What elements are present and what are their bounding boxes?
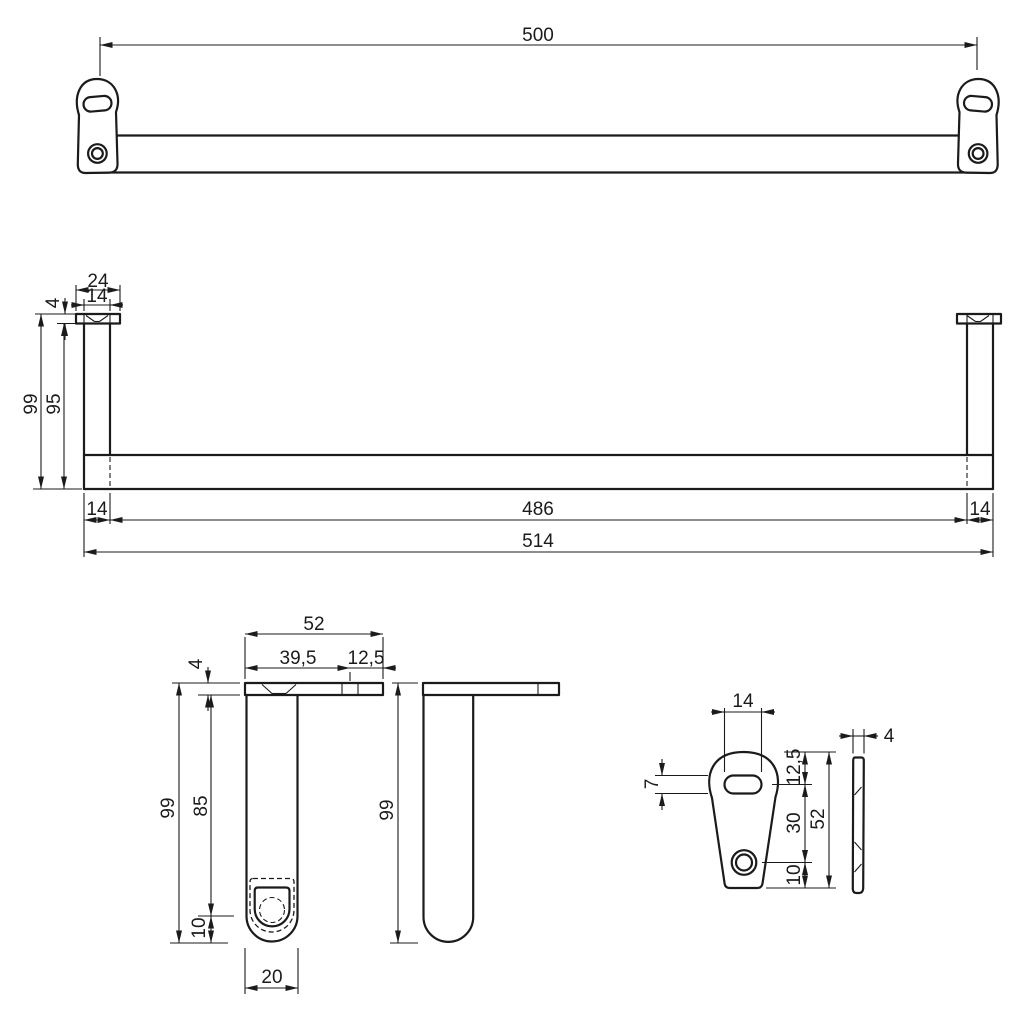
leg-side-flange bbox=[421, 681, 561, 697]
plate-outline bbox=[708, 750, 780, 890]
dim-52-leg: 52 bbox=[244, 614, 384, 679]
dim-label-52-plate: 52 bbox=[808, 808, 829, 829]
plate-hole-inner bbox=[734, 853, 754, 872]
left-cap bbox=[74, 312, 122, 325]
dim-85-leg: 85 bbox=[191, 695, 234, 917]
plate-side-outline bbox=[851, 756, 865, 895]
bracket-hole-outer bbox=[86, 143, 108, 164]
bracket-slot bbox=[82, 94, 113, 113]
dim-label-99-front: 99 bbox=[21, 393, 42, 414]
plate-front-view: 14 7 12,5 30 10 52 bbox=[642, 691, 836, 890]
dim-label-486: 486 bbox=[522, 499, 554, 520]
dim-label-95-front: 95 bbox=[44, 393, 65, 414]
dim-label-12-5-plate: 12,5 bbox=[784, 749, 805, 786]
dim-label-20-leg: 20 bbox=[261, 967, 282, 988]
dim-label-12-5-leg: 12,5 bbox=[348, 648, 385, 669]
leg-hidden-hole bbox=[258, 896, 286, 924]
leg-recess bbox=[253, 886, 291, 928]
plate-hole-outer bbox=[730, 849, 758, 876]
dim-99-leg: 99 bbox=[158, 683, 228, 944]
dim-7-slot: 7 bbox=[642, 759, 708, 810]
leg-side-shaft bbox=[422, 693, 475, 943]
dim-label-52-leg: 52 bbox=[303, 614, 324, 635]
dim-14-cap: 14 bbox=[71, 286, 123, 311]
dim-label-4-flange: 4 bbox=[186, 658, 207, 669]
dim-column-plate: 12,5 30 10 52 bbox=[762, 749, 836, 889]
bracket-top-left bbox=[75, 77, 120, 175]
dim-99-front: 99 bbox=[21, 314, 82, 490]
plate-side-view: 4 bbox=[839, 726, 895, 895]
bracket-hole-inner bbox=[90, 147, 104, 161]
leg-side-view: 99 bbox=[377, 681, 561, 944]
leg-shaft bbox=[245, 693, 299, 943]
dim-chain-bottom: 14 486 14 514 bbox=[83, 493, 994, 557]
front-view: 24 14 4 99 95 bbox=[21, 271, 1003, 557]
dim-label-24: 24 bbox=[87, 271, 109, 292]
dim-label-14-right: 14 bbox=[969, 499, 991, 520]
dim-20-leg: 20 bbox=[244, 948, 299, 994]
right-cap bbox=[955, 312, 1003, 325]
dim-label-14-slot: 14 bbox=[732, 691, 754, 712]
dim-4-plate: 4 bbox=[839, 726, 895, 754]
dim-label-7-slot: 7 bbox=[642, 779, 663, 790]
bracket-top-right bbox=[956, 77, 1000, 175]
dim-4-flange: 4 bbox=[172, 658, 240, 711]
dim-label-30-plate: 30 bbox=[784, 812, 805, 833]
dim-label-99-leg-side: 99 bbox=[377, 799, 398, 820]
dim-label-99-leg: 99 bbox=[158, 797, 179, 818]
plate-slot bbox=[723, 774, 763, 795]
dim-99-leg-side: 99 bbox=[377, 682, 418, 944]
dim-label-14-left: 14 bbox=[86, 499, 108, 520]
dim-500: 500 bbox=[99, 25, 978, 76]
dim-label-14-cap: 14 bbox=[86, 286, 108, 307]
dim-10-leg: 10 bbox=[189, 916, 214, 943]
leg-flange bbox=[243, 681, 385, 697]
leg-front-view: 52 39,5 12,5 4 99 85 bbox=[158, 614, 396, 994]
dim-14-slot: 14 bbox=[711, 691, 775, 772]
bar-top-outline bbox=[84, 134, 992, 174]
dim-label-85-leg: 85 bbox=[191, 795, 212, 816]
dim-label-500: 500 bbox=[522, 25, 554, 46]
leg-recess-hidden bbox=[249, 877, 295, 933]
dim-label-10-leg: 10 bbox=[189, 917, 210, 938]
dim-39-5-12-5: 39,5 12,5 bbox=[245, 648, 396, 681]
dim-label-10-plate: 10 bbox=[784, 864, 805, 885]
dim-95-front: 95 bbox=[44, 323, 67, 489]
dim-label-39-5: 39,5 bbox=[280, 648, 317, 669]
dim-label-4-cap: 4 bbox=[43, 297, 64, 308]
dim-label-514: 514 bbox=[522, 531, 554, 552]
dim-label-4-plate: 4 bbox=[884, 726, 895, 747]
top-view: 500 bbox=[75, 25, 1000, 175]
